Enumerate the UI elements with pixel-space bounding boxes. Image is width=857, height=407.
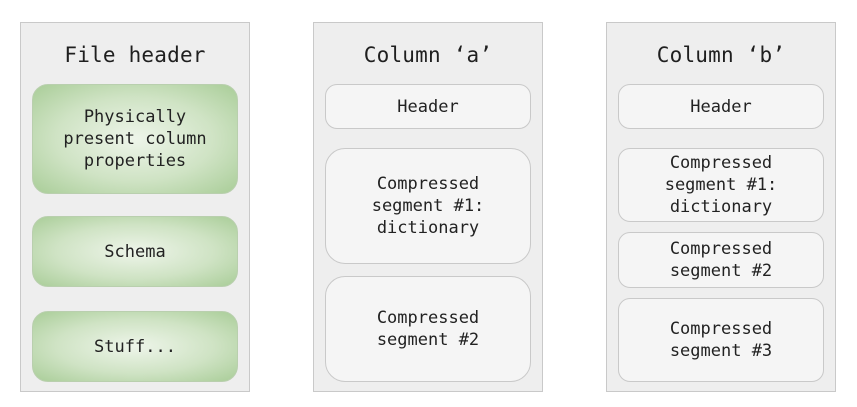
column-b-segment-2-box: Compressed segment #2 [618,232,824,288]
column-b-segment-3-box: Compressed segment #3 [618,298,824,382]
schema-box: Schema [32,216,238,287]
file-header-title: File header [64,43,206,67]
column-b-title: Column ‘b’ [656,43,786,67]
column-a-segment-2-box: Compressed segment #2 [325,276,531,382]
column-b-segment-1-box: Compressed segment #1: dictionary [618,148,824,222]
column-a-segment-1-box: Compressed segment #1: dictionary [325,148,531,264]
stuff-box: Stuff... [32,311,238,382]
column-b-panel: Column ‘b’ Header Compressed segment #1:… [606,22,836,392]
column-a-title: Column ‘a’ [363,43,493,67]
column-properties-box: Physically present column properties [32,84,238,194]
column-a-panel: Column ‘a’ Header Compressed segment #1:… [313,22,543,392]
column-b-header-box: Header [618,84,824,129]
column-a-header-box: Header [325,84,531,129]
file-header-panel: File header Physically present column pr… [20,22,250,392]
